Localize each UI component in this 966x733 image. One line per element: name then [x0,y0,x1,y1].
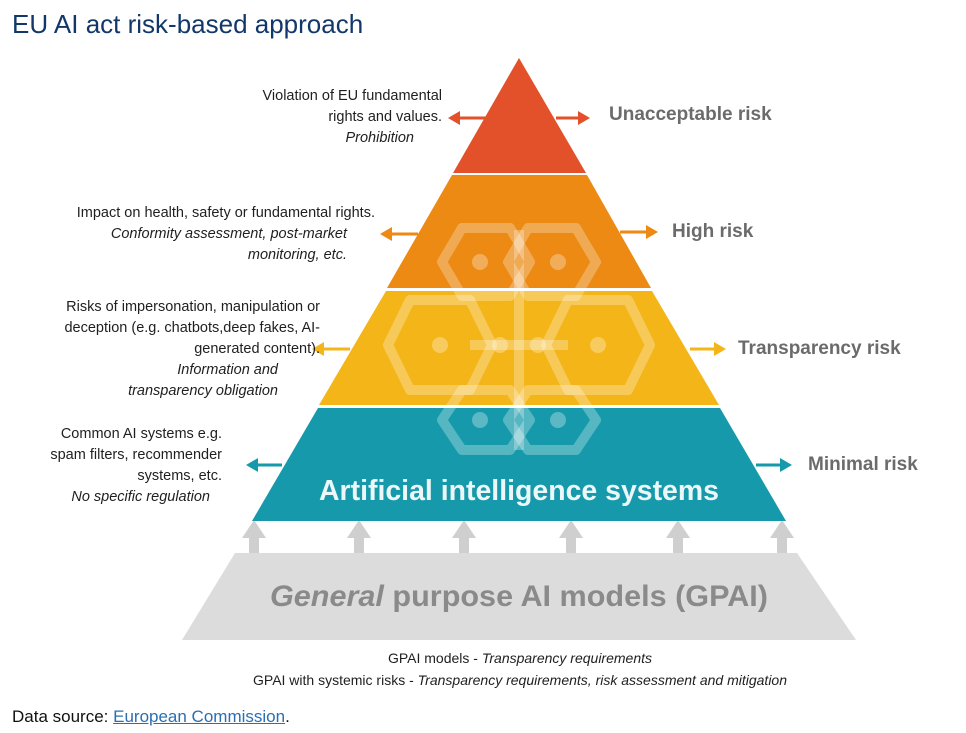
pyramid-label: Artificial intelligence systems [319,475,719,507]
gpai-base [182,553,856,640]
tier-desc-unacceptable: Violation of EU fundamental rights and v… [262,88,443,146]
tier-desc-transparency: Risks of impersonation, manipulation or … [64,299,320,399]
left-arrows [246,111,486,472]
gpai-label-italic: General [270,580,385,613]
page-title: EU AI act risk-based approach [12,9,364,39]
tier-label-high: High risk [672,221,754,242]
gpai-label-rest: purpose AI models (GPAI) [392,580,768,613]
source-prefix: Data source: [12,707,114,726]
tier-unacceptable [453,58,586,173]
data-source: Data source: European Commission. [12,707,290,727]
gpai-line-2: GPAI with systemic risks - Transparency … [253,672,787,688]
tier-desc-minimal: Common AI systems e.g. spam filters, rec… [50,426,222,505]
right-arrows [556,111,792,472]
brain-nodes [432,254,606,428]
gpai-arrows [242,520,794,553]
tier-transparency [319,291,719,405]
gpai-label: General purpose AI models (GPAI) [270,580,768,613]
brain-icon [383,223,655,455]
tier-desc-high: Impact on health, safety or fundamental … [76,205,375,263]
tier-label-minimal: Minimal risk [808,454,918,475]
source-link[interactable]: European Commission [113,707,286,726]
tier-high [387,175,651,288]
source-suffix: . [285,707,290,726]
gpai-line-1: GPAI models - Transparency requirements [387,650,653,666]
tier-label-transparency: Transparency risk [738,338,901,359]
gpai-requirements: GPAI models - Transparency requirements … [230,647,810,691]
tier-label-unacceptable: Unacceptable risk [609,104,772,125]
tier-minimal [252,408,786,521]
